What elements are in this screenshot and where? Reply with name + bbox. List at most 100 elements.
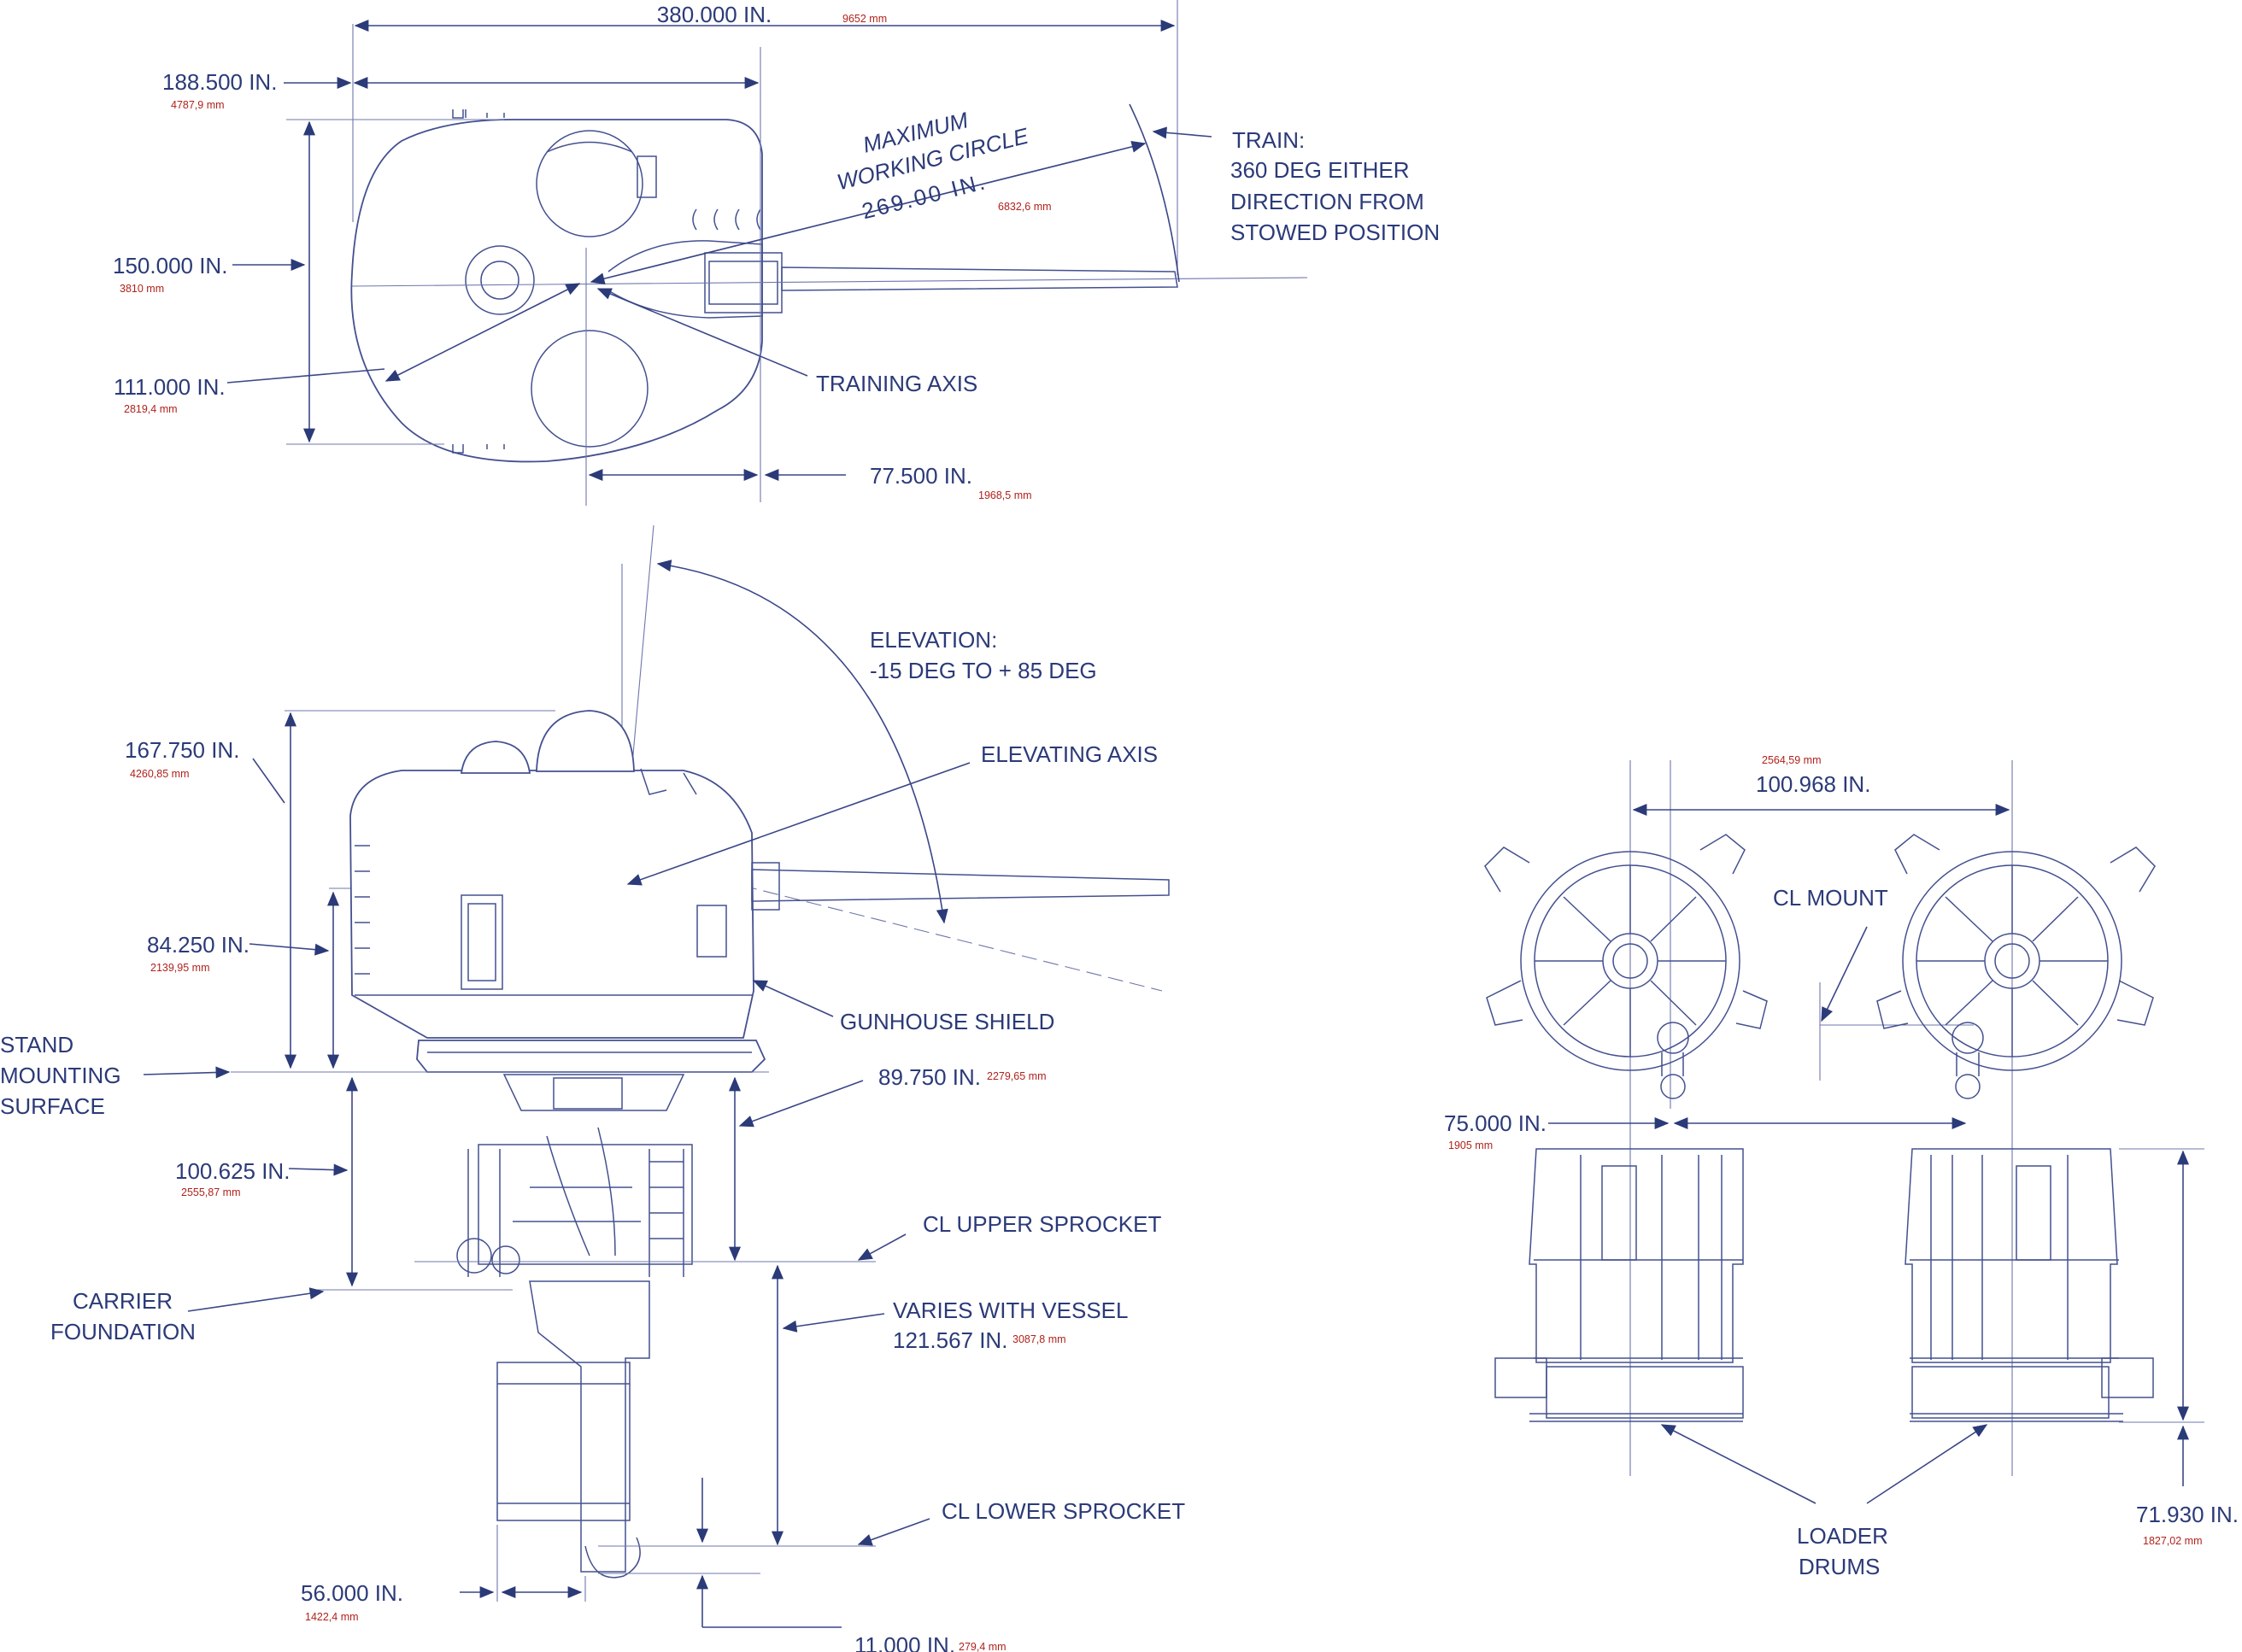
drum-right-elevation: [1905, 1148, 2154, 1422]
train-leader: [1152, 126, 1212, 139]
dim-axis-offset: 77.500 IN.: [870, 463, 972, 489]
side-door: [461, 894, 503, 990]
label-cl-mount: CL MOUNT: [1773, 885, 1888, 911]
carrier-uprights: [467, 1149, 684, 1277]
drum-left-outer: [1520, 851, 1740, 1071]
dim-vessel-depth: 121.567 IN.: [893, 1327, 1007, 1353]
dim-foundation-depth: 100.625 IN.: [175, 1158, 290, 1184]
lower-hatch-circle: [531, 330, 649, 448]
drum-right-base: [1911, 1366, 2110, 1419]
elevating-axis-leader: [626, 762, 971, 886]
cl-upper-sprocket-leader: [857, 1233, 907, 1261]
elevation-arc: [656, 559, 948, 924]
lower-drum: [496, 1362, 631, 1521]
working-circle-arc: [1129, 103, 1180, 283]
dim-upper-sprocket-depth-mm: 2279,65 mm: [987, 1070, 1046, 1082]
sight-dome-small: [460, 741, 531, 774]
dim-line-training-radius: [384, 283, 581, 382]
barrel-side: [751, 869, 1170, 902]
drum-left-foot: [1494, 1357, 1547, 1398]
dim-top-width: 188.500 IN.: [162, 69, 277, 95]
dim-drum-offset-mm: 1905 mm: [1448, 1139, 1493, 1151]
stand-mounting-leader: [143, 1066, 231, 1079]
drum-right-hub-inner: [1994, 943, 2030, 979]
label-carrier-1: CARRIER: [73, 1288, 173, 1314]
drum-left-sprocket: [1657, 1022, 1689, 1054]
label-elevation-1: ELEVATION:: [870, 627, 997, 653]
label-stand-2: MOUNTING: [0, 1063, 121, 1088]
loader-leader-left: [1660, 1424, 1816, 1504]
dim-gunhouse-height-mm: 4260,85 mm: [130, 768, 189, 780]
upper-sprocket-left: [456, 1238, 492, 1274]
barrel-collar: [751, 862, 780, 911]
dim-lower-width-mm: 1422,4 mm: [305, 1611, 359, 1623]
carrier-linkage: [513, 1127, 641, 1257]
drum-right-sprocket-lower: [1955, 1074, 1981, 1099]
dim-overall-length: 380.000 IN.: [657, 2, 772, 27]
lower-sprocket-housing: [584, 1537, 641, 1579]
drum-left-hub-inner: [1612, 943, 1648, 979]
dim-leader-upper-sprocket-depth: [738, 1080, 864, 1128]
dim-overall-length-mm: 9652 mm: [842, 13, 887, 25]
side-panel: [696, 905, 727, 958]
drum-left-panel: [1601, 1165, 1637, 1261]
dim-drum-offset: 75.000 IN.: [1444, 1110, 1547, 1136]
gunhouse-plan-outline: [350, 119, 763, 463]
hoist-trunk: [529, 1280, 650, 1573]
drum-right-outer: [1902, 851, 2122, 1071]
dim-leader-vessel-depth: [782, 1313, 885, 1333]
label-gunhouse-shield: GUNHOUSE SHIELD: [840, 1009, 1054, 1034]
side-view: 167.750 IN. 4260,85 mm 84.250 IN. 2139,9…: [0, 524, 1185, 1652]
dim-top-height-mm: 3810 mm: [120, 283, 164, 295]
side-door-inner: [467, 903, 496, 981]
drum-right-sprocket-arm: [1956, 1052, 1980, 1076]
drum-left-base-plate: [1529, 1413, 1743, 1422]
dim-elevating-height-mm: 2139,95 mm: [150, 962, 209, 974]
drum-right-panel: [2016, 1165, 2051, 1261]
label-cl-upper-sprocket: CL UPPER SPROCKET: [923, 1211, 1161, 1237]
dim-leader-elevating-height: [249, 943, 330, 956]
carrier-window: [553, 1077, 623, 1110]
label-loader-2: DRUMS: [1799, 1554, 1880, 1579]
lower-drum-bands: [497, 1383, 630, 1504]
dim-drum-height: 71.930 IN.: [2136, 1502, 2239, 1527]
drum-right-posts: [1930, 1155, 2069, 1360]
bottom-fittings: [452, 444, 505, 454]
dim-line-working-circle: [590, 140, 1147, 285]
drum-right-body: [1905, 1148, 2118, 1363]
drum-left-base: [1546, 1366, 1744, 1419]
drum-right-spokes: [1916, 865, 2108, 1057]
drum-right-sprocket: [1951, 1022, 1984, 1054]
dim-training-radius-mm: 2819,4 mm: [124, 403, 178, 415]
dim-upper-sprocket-depth: 89.750 IN.: [878, 1064, 981, 1090]
training-axis-leader: [596, 288, 808, 377]
carrier-frame: [478, 1144, 693, 1265]
dim-leader-foundation-depth: [288, 1163, 349, 1176]
dim-vessel-depth-mm: 3087,8 mm: [1012, 1333, 1066, 1345]
label-train-2: 360 DEG EITHER: [1230, 157, 1410, 183]
loader-leader-right: [1866, 1424, 1988, 1504]
label-stand-3: SURFACE: [0, 1093, 105, 1119]
dim-lower-offset-mm: 279,4 mm: [959, 1641, 1007, 1652]
label-elevating-axis: ELEVATING AXIS: [981, 741, 1158, 767]
plan-view: 380.000 IN. 9652 mm 188.500 IN. 4787,9 m…: [113, 0, 1440, 506]
label-loader-1: LOADER: [1797, 1523, 1888, 1549]
dim-gunhouse-height: 167.750 IN.: [125, 737, 239, 763]
label-train-3: DIRECTION FROM: [1230, 189, 1424, 214]
drum-left-sprocket-arm: [1661, 1052, 1684, 1076]
dim-top-height: 150.000 IN.: [113, 253, 227, 278]
dim-training-radius: 111.000 IN.: [114, 374, 226, 400]
dim-axis-offset-mm: 1968,5 mm: [978, 489, 1032, 501]
drum-right-base-plate: [1910, 1413, 2123, 1422]
label-train-4: STOWED POSITION: [1230, 220, 1440, 245]
gunhouse-shield-leader: [752, 980, 834, 1017]
label-elevation-2: -15 DEG TO + 85 DEG: [870, 658, 1097, 683]
label-train-1: TRAIN:: [1232, 127, 1305, 153]
label-training-axis: TRAINING AXIS: [816, 371, 977, 396]
cl-mount-leader: [1821, 926, 1868, 1022]
dim-lower-width: 56.000 IN.: [301, 1580, 403, 1606]
dim-lower-offset: 11.000 IN.: [854, 1632, 955, 1652]
label-carrier-2: FOUNDATION: [50, 1319, 196, 1344]
dim-drum-height-mm: 1827,02 mm: [2143, 1535, 2202, 1547]
